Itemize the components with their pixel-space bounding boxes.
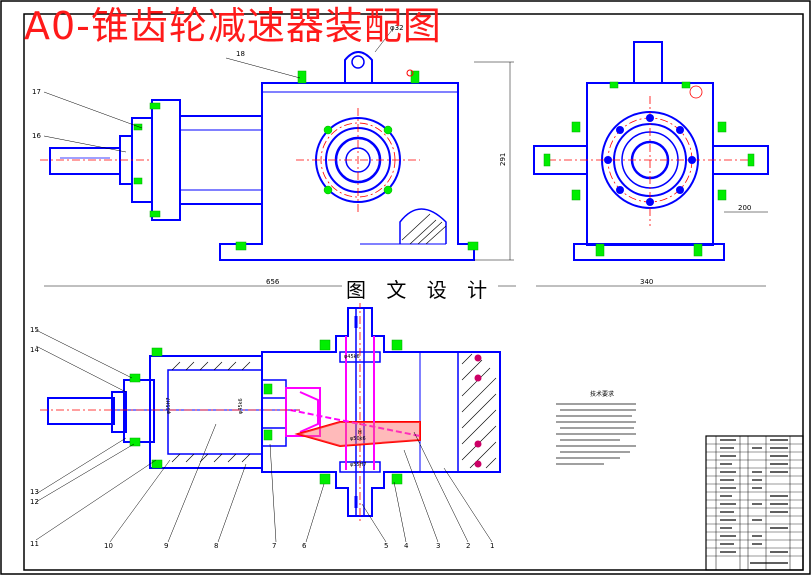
dim-lower-bearing: φ55H7	[350, 462, 367, 468]
callout-3: 3	[436, 542, 440, 550]
gear-fill	[298, 422, 420, 446]
output-shaft-top	[633, 41, 663, 84]
callout-5: 5	[384, 542, 388, 550]
callout-6: 6	[302, 542, 307, 550]
drawing-title: A0-锥齿轮减速器装配图	[24, 4, 442, 48]
parts-list-text-marks	[720, 439, 788, 564]
section-view	[47, 307, 501, 517]
dim-left-1: φ65H7	[166, 397, 172, 414]
callout-4: 4	[404, 542, 409, 550]
mark-H: H	[358, 430, 362, 436]
front-dimension-lines	[43, 29, 516, 287]
section-bolts	[129, 339, 403, 485]
section-leaders	[35, 329, 493, 543]
input-shaft	[49, 147, 121, 175]
dim-left-2: φ45k6	[238, 398, 244, 414]
dim-shaft-len: 200	[738, 204, 751, 212]
callout-12: 12	[30, 498, 39, 506]
tech-req-lines	[556, 403, 636, 465]
callout-16: 16	[32, 132, 41, 140]
front-view	[49, 51, 475, 261]
callout-8: 8	[214, 542, 218, 550]
bevel-gears	[285, 336, 421, 470]
section-housing	[261, 307, 501, 517]
dim-top-hole: φ32	[390, 24, 404, 32]
side-view	[533, 41, 769, 261]
callout-11: 11	[30, 540, 39, 548]
section-input-shaft	[47, 397, 115, 425]
inner-border	[23, 13, 804, 571]
callout-13: 13	[30, 488, 39, 496]
dim-width-side: 340	[640, 278, 653, 286]
front-housing	[219, 82, 475, 261]
callout-1: 1	[490, 542, 494, 550]
side-bolts	[543, 81, 755, 257]
callout-14: 14	[30, 346, 39, 354]
watermark-text: 图 文 设 计	[342, 274, 499, 303]
parts-list-rows	[706, 443, 803, 557]
callout-15: 15	[30, 326, 39, 334]
lifting-lug	[344, 51, 373, 83]
callout-17: 17	[32, 88, 41, 96]
dim-top-left-leader: 18	[236, 50, 245, 58]
left-flange	[151, 99, 181, 221]
dim-width-front: 656	[266, 278, 280, 286]
section-hatch	[171, 353, 497, 469]
front-centerlines	[40, 108, 420, 212]
tech-req-title: 技术要求	[590, 390, 614, 398]
dim-upper-bearing: φ45k6	[344, 354, 360, 360]
front-hatch	[401, 213, 447, 245]
section-red-dots	[474, 354, 482, 468]
callout-9: 9	[164, 542, 168, 550]
callout-7a: 7	[272, 542, 276, 550]
side-bolt-holes	[604, 114, 696, 206]
parts-list	[705, 435, 804, 571]
dim-height: 291	[499, 153, 507, 166]
front-bolts	[133, 70, 479, 251]
side-dimension-lines	[536, 211, 768, 287]
callout-2: 2	[466, 542, 470, 550]
callout-10: 10	[104, 542, 113, 550]
section-centerlines	[40, 300, 361, 524]
dim-bevel: φ50k6	[350, 436, 366, 442]
